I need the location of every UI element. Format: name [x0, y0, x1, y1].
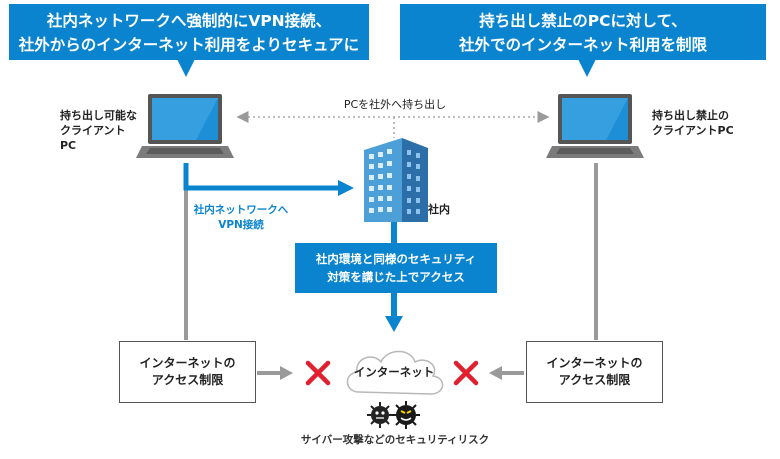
top-connection-label: PCを社外へ持ち出し — [343, 98, 447, 111]
security-box-line-2: 対策を講じた上でアクセス — [327, 270, 465, 284]
restriction-left-line-2: アクセス制限 — [151, 373, 224, 387]
restriction-box-right: インターネットの アクセス制限 — [526, 341, 663, 403]
building-label: 社内 — [428, 203, 450, 216]
virus-1 — [367, 402, 393, 428]
office-building-icon — [364, 138, 428, 222]
laptop-left-label: 持ち出し可能な クライアントPC — [60, 108, 140, 153]
vpn-label-1: 社内ネットワークへ — [193, 204, 289, 216]
cross-right-icon — [453, 360, 479, 386]
risk-label: サイバー攻撃などのセキュリティリスク — [300, 434, 490, 446]
security-box-line-1: 社内環境と同様のセキュリティ — [315, 252, 477, 266]
cross-left-icon — [305, 360, 331, 386]
laptop-right-icon — [546, 94, 644, 158]
security-box: 社内環境と同様のセキュリティ 対策を講じた上でアクセス — [295, 243, 497, 293]
callout-right: 持ち出し禁止のPCに対して、 社外でのインターネット利用を制限 — [400, 4, 766, 60]
callout-left-tail — [177, 59, 195, 77]
restriction-right-line-1: インターネットの — [546, 356, 643, 370]
callout-left: 社内ネットワークへ強制的にVPN接続、 社外からのインターネット利用をよりセキュ… — [9, 4, 369, 60]
restriction-left-line-1: インターネットの — [139, 356, 236, 370]
left-box-arrowhead — [280, 366, 293, 380]
cloud-icon — [346, 350, 444, 395]
laptop-left-label-2: クライアントPC — [60, 124, 126, 152]
vpn-label: 社内ネットワークへ VPN接続 — [186, 203, 296, 233]
callout-right-line-1: 持ち出し禁止のPCに対して、 — [479, 11, 687, 30]
laptop-left-label-1: 持ち出し可能な — [60, 109, 137, 122]
callout-right-tail — [578, 59, 596, 77]
cloud-label: インターネット — [353, 365, 435, 379]
restriction-right-line-2: アクセス制限 — [558, 373, 631, 387]
laptop-right-label: 持ち出し禁止の クライアントPC — [652, 108, 742, 138]
vpn-label-2: VPN接続 — [218, 219, 264, 231]
building-down-arrowhead — [385, 316, 403, 332]
callout-right-line-2: 社外でのインターネット利用を制限 — [458, 35, 707, 54]
callout-left-line-1: 社内ネットワークへ強制的にVPN接続、 — [46, 11, 332, 30]
vpn-arrowhead — [338, 180, 354, 196]
virus-icon — [367, 401, 420, 429]
restriction-box-left: インターネットの アクセス制限 — [119, 341, 256, 403]
right-box-arrowhead — [489, 366, 502, 380]
callout-left-line-2: 社外からのインターネット利用をよりセキュアに — [18, 35, 360, 54]
laptop-right-label-1: 持ち出し禁止の — [652, 109, 729, 122]
virus-2 — [392, 401, 420, 429]
laptop-left-icon — [136, 94, 234, 158]
laptop-right-label-2: クライアントPC — [652, 124, 734, 137]
vpn-path — [183, 163, 340, 191]
